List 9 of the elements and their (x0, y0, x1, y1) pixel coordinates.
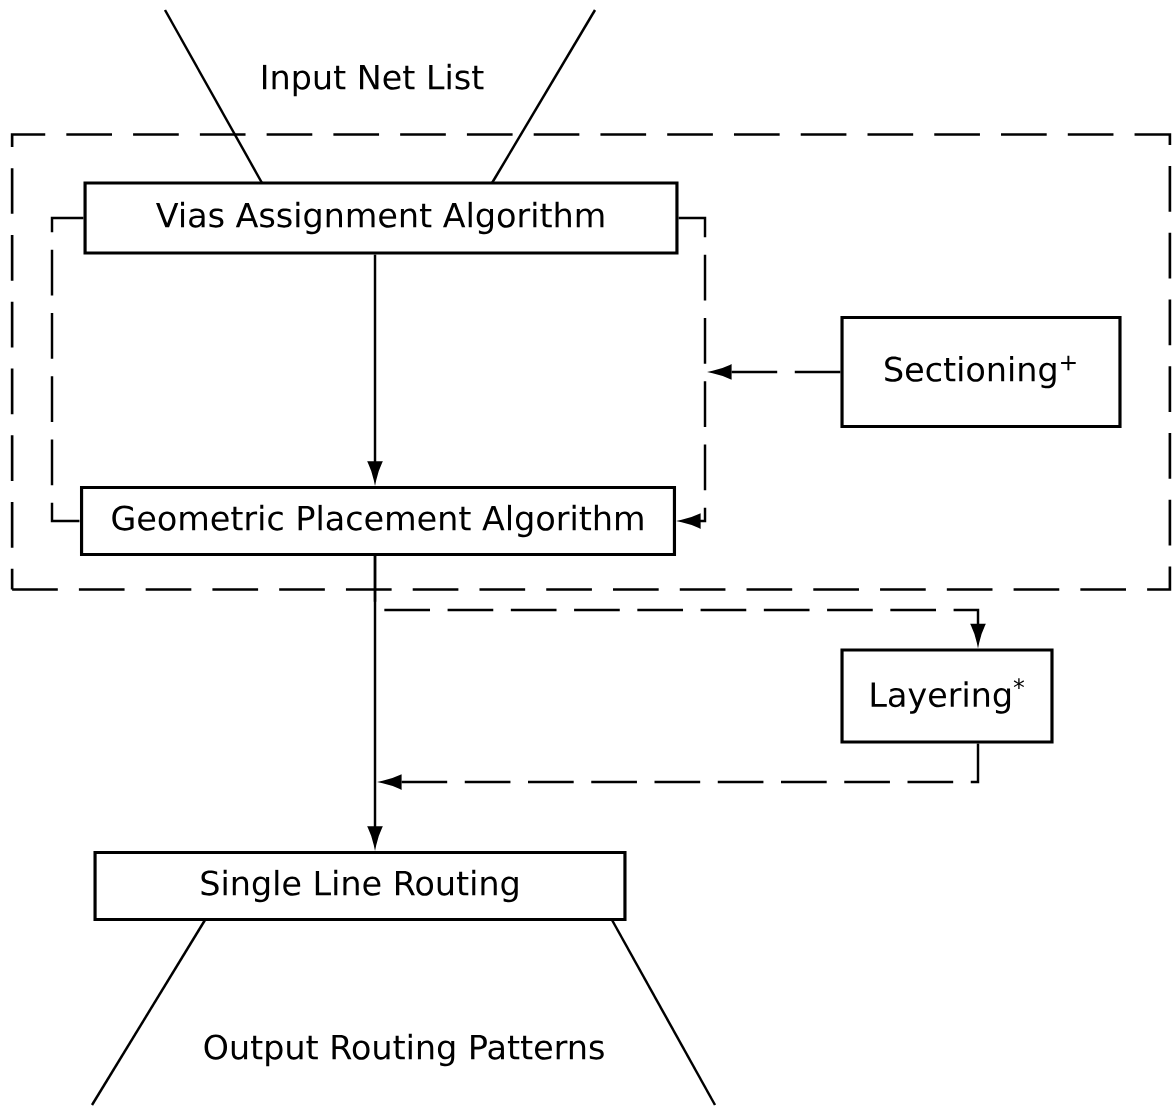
dashed-frame (10, 133, 1172, 591)
process-box: Geometric Placement Algorithm (80, 485, 677, 557)
flow-label: Input Net List (263, 63, 484, 97)
arrow (678, 216, 707, 529)
process-box: Vias Assignment Algorithm (83, 181, 679, 255)
process-box: Single Line Routing (93, 850, 627, 922)
process-box: Sectioning$^{+}$ (840, 315, 1122, 429)
flow-label: Output Routing Patterns (204, 1033, 604, 1067)
process-box: Layering$^{*}$ (840, 648, 1054, 744)
